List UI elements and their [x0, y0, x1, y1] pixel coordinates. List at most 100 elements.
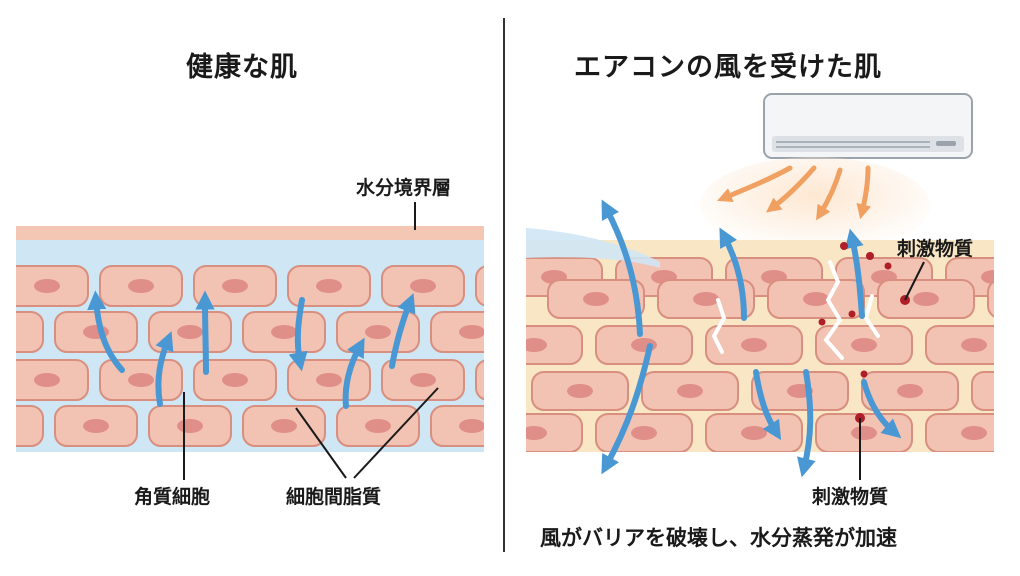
damaged-skin-cross-section [526, 240, 1020, 452]
airflow-arrow [766, 165, 817, 213]
cell-nucleus [567, 384, 593, 398]
cell-nucleus [83, 419, 109, 433]
airflow-arrows [717, 165, 872, 221]
moisture-arrow [195, 290, 215, 375]
moisture-escape-arrow [797, 369, 816, 478]
moisture-arrow [155, 331, 174, 407]
moisture-arrows-damaged [601, 199, 902, 478]
airflow-arrow [816, 167, 843, 221]
corneocyte-cell [925, 325, 994, 365]
irritant-dot [848, 310, 856, 318]
cell-nucleus [677, 384, 703, 398]
corneocyte-cell [925, 413, 994, 452]
leader-lipid-a [295, 407, 347, 479]
cell-nucleus [222, 279, 248, 293]
corneocyte-cell [526, 413, 583, 452]
right-panel-title: エアコンの風を受けた肌 [574, 52, 882, 83]
cell-nucleus [34, 279, 60, 293]
corneocyte-cell [526, 325, 583, 365]
cell-nucleus [222, 373, 248, 387]
cell-nucleus [459, 325, 484, 339]
cell-nucleus [316, 279, 342, 293]
cell-nucleus [177, 419, 203, 433]
leader-irritant-top [904, 261, 925, 301]
air-conditioner [763, 93, 973, 159]
cell-nucleus [34, 373, 60, 387]
cell-nucleus [913, 292, 939, 306]
moisture-boundary-layer [16, 226, 484, 240]
healthy-skin-cross-section [0, 226, 484, 452]
cell-nucleus [316, 373, 342, 387]
corneocyte-cell [475, 265, 484, 307]
cell-nucleus [631, 338, 657, 352]
moisture-arrows-healthy [87, 290, 416, 409]
corneocyte-cell [987, 280, 994, 318]
label-moisture-boundary-layer: 水分境界層 [356, 177, 452, 199]
cell-nucleus [526, 338, 547, 352]
cell-nucleus [631, 426, 657, 440]
corneocyte-cells-damaged [526, 257, 1020, 452]
cell-nucleus [177, 325, 203, 339]
leader-lines-right [859, 261, 925, 480]
cell-nucleus [693, 292, 719, 306]
cell-nucleus [803, 292, 829, 306]
moisture-escape-arrow [601, 199, 643, 337]
cell-nucleus [365, 325, 391, 339]
label-corneocyte: 角質細胞 [134, 486, 211, 508]
moisture-escape-arrow [753, 369, 782, 441]
cell-nucleus [961, 426, 987, 440]
cell-nucleus [365, 419, 391, 433]
corneocyte-cell [430, 405, 484, 447]
cell-nucleus [0, 325, 15, 339]
corneocyte-cell [475, 359, 484, 401]
cell-nucleus [459, 419, 484, 433]
moisture-arrow [288, 297, 308, 372]
cell-nucleus [583, 292, 609, 306]
crack [863, 294, 880, 338]
crack [711, 298, 727, 354]
moisture-escape-arrow [719, 227, 747, 321]
left-panel-title: 健康な肌 [186, 52, 298, 83]
crack [823, 260, 844, 360]
corneocyte-cell [16, 311, 44, 353]
label-irritant-top: 刺激物質 [897, 238, 974, 260]
irritant-dot [860, 370, 868, 378]
cell-nucleus [1007, 384, 1020, 398]
cell-nucleus [851, 338, 877, 352]
irritant-dot [840, 242, 848, 250]
leader-lines-left [183, 202, 439, 480]
corneocyte-cell [430, 311, 484, 353]
cell-nucleus [741, 426, 767, 440]
cell-nucleus [851, 426, 877, 440]
airflow-arrow [856, 165, 872, 220]
cell-nucleus [526, 426, 547, 440]
cell-nucleus [271, 419, 297, 433]
barrier-cracks [711, 260, 880, 360]
cell-nucleus [128, 373, 154, 387]
irritant-dot [818, 318, 826, 326]
leader-lipid-b [353, 387, 439, 479]
right-panel-caption: 風がバリアを破壊し、水分蒸発が加速 [540, 526, 897, 550]
label-intercellular-lipid: 細胞間脂質 [286, 486, 382, 508]
moisture-arrow [342, 337, 365, 409]
cell-nucleus [271, 325, 297, 339]
cell-nucleus [741, 338, 767, 352]
wind-glow [700, 157, 930, 253]
airflow-arrow [717, 165, 793, 203]
irritant-dot [866, 252, 874, 260]
corneocyte-cell [16, 405, 44, 447]
irritant-dot [884, 262, 892, 270]
moisture-escape-arrow [861, 379, 902, 439]
moisture-arrow [87, 290, 125, 373]
cell-nucleus [897, 384, 923, 398]
moisture-arrow [389, 293, 416, 369]
cell-nucleus [961, 338, 987, 352]
corneocyte-cell [971, 371, 994, 411]
moisture-escape-arrow [601, 343, 653, 475]
moisture-escape-arrow [844, 228, 865, 319]
cell-nucleus [410, 279, 436, 293]
cell-nucleus [410, 373, 436, 387]
corneocyte-cells-healthy [0, 265, 484, 447]
